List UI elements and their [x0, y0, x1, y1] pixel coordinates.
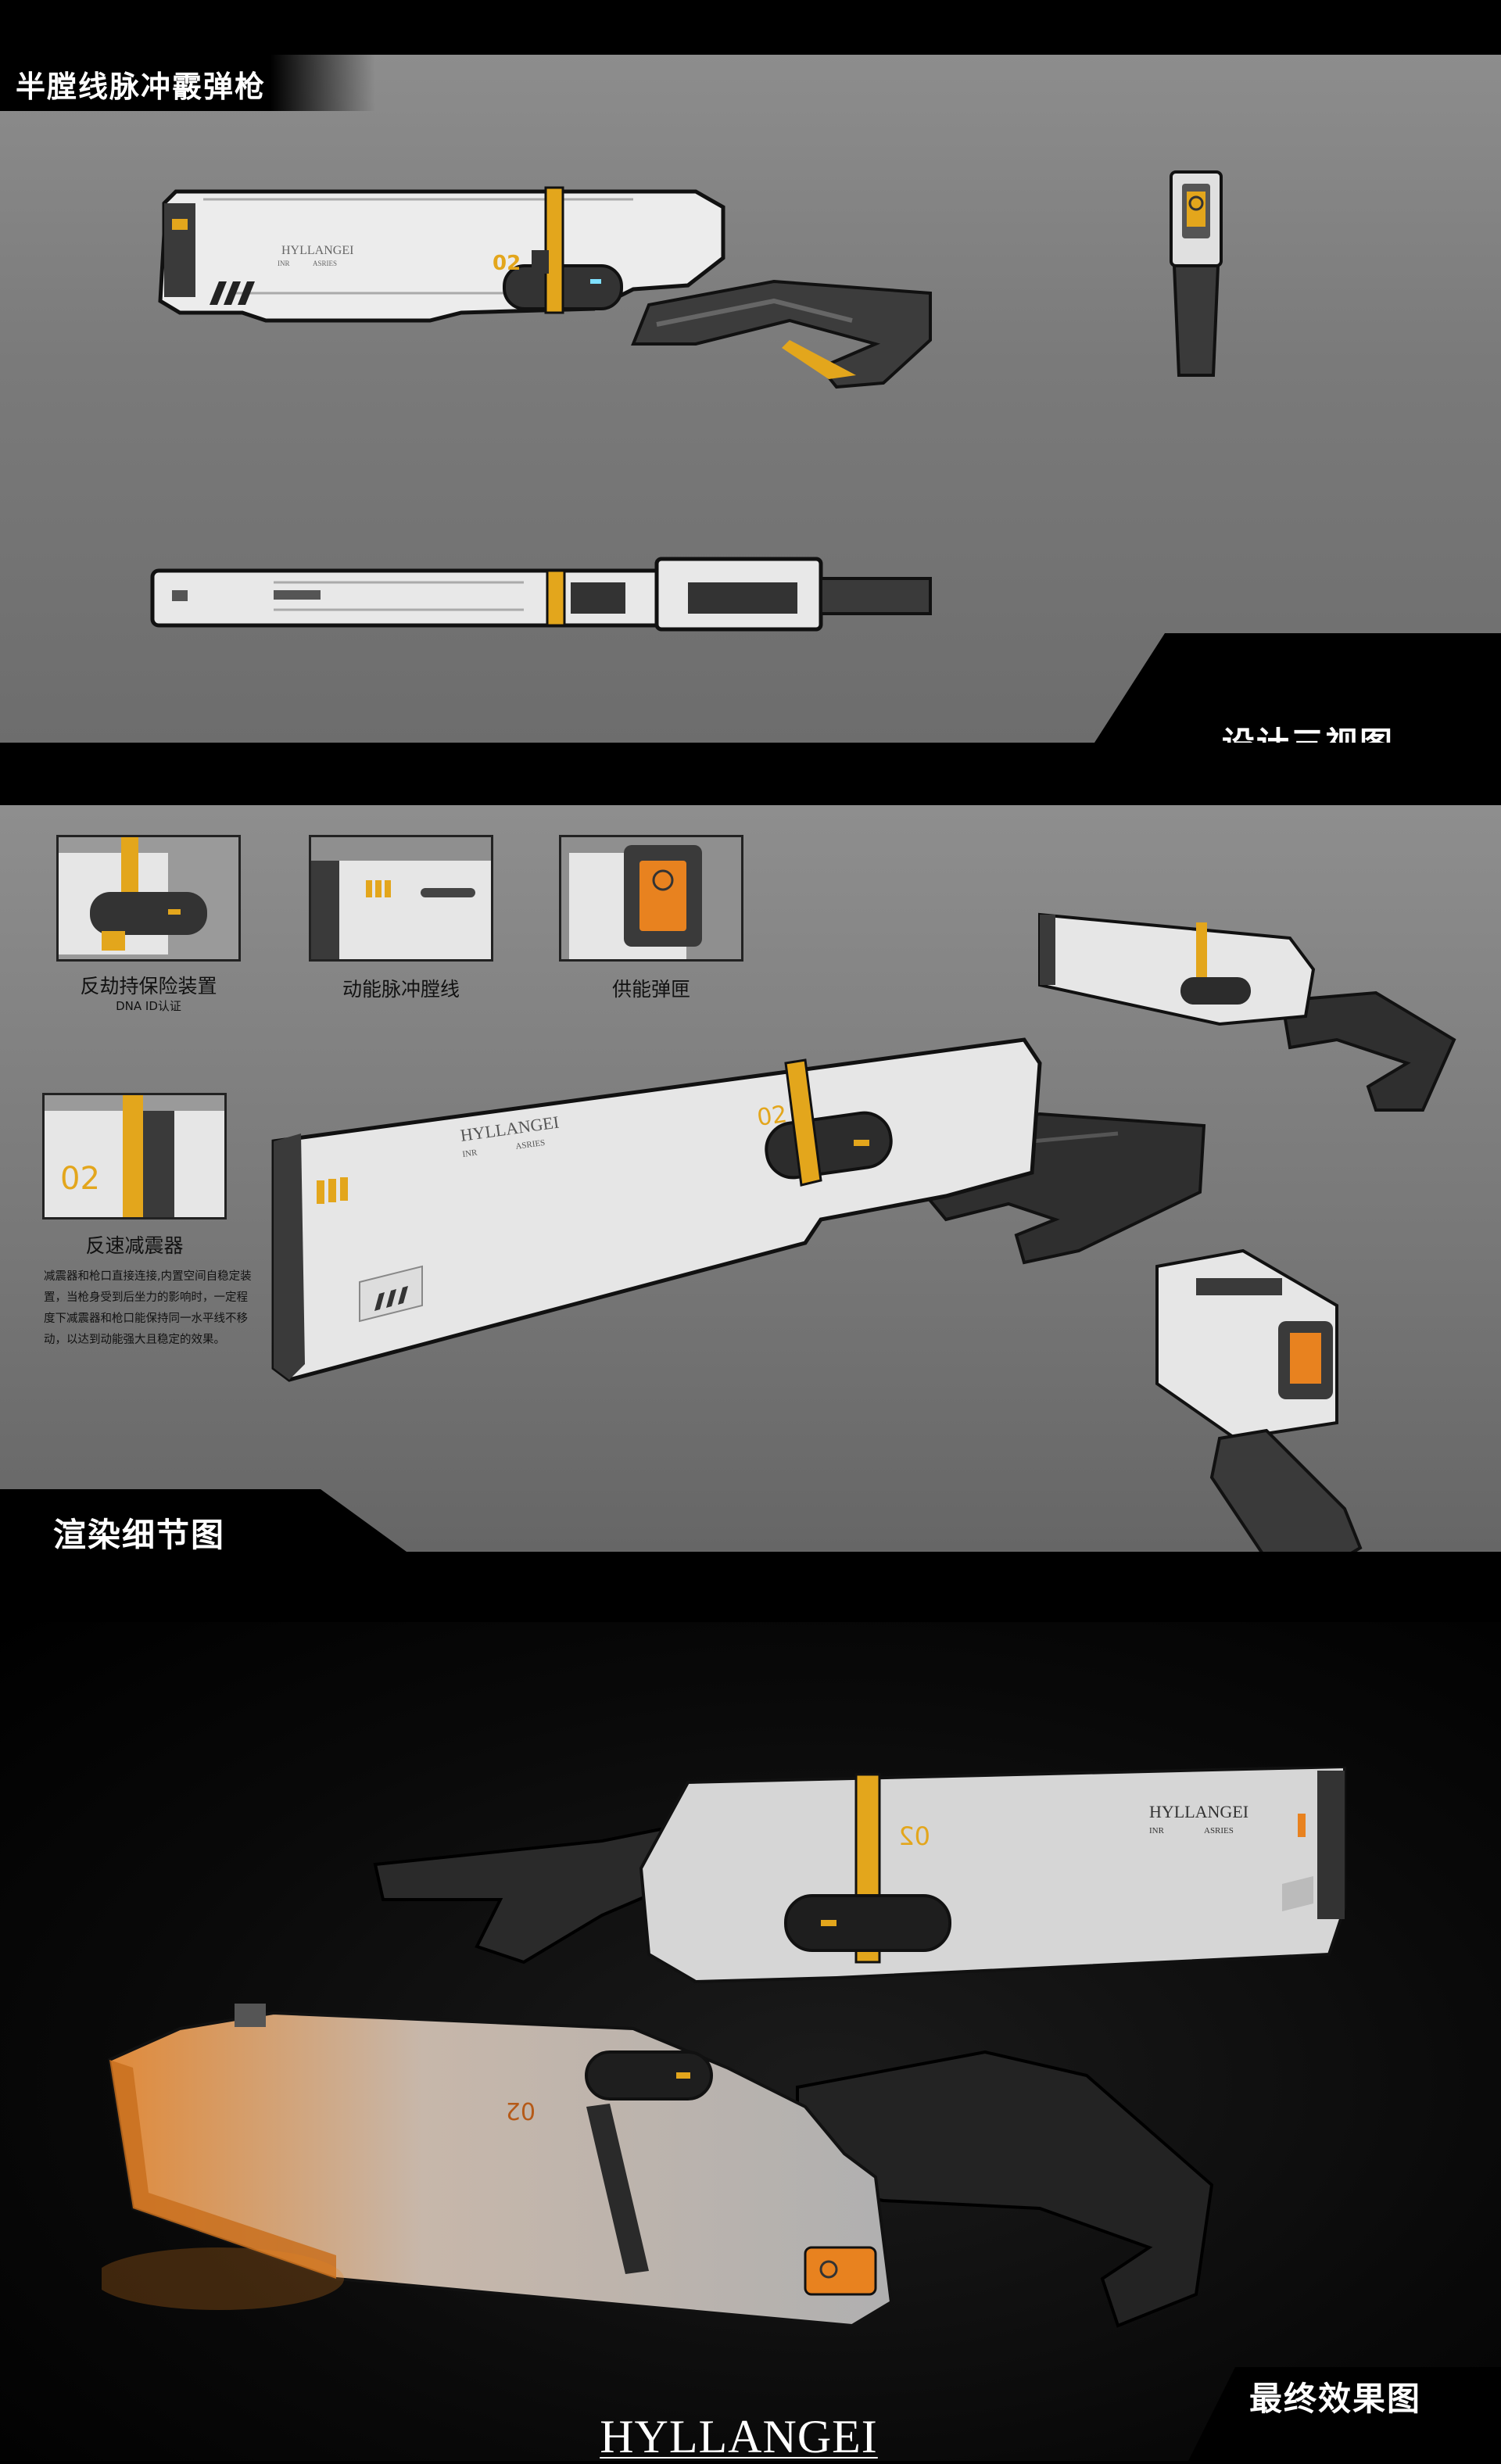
gun-sub-right-final: ASRIES	[1204, 1826, 1234, 1835]
gun-marking-side: HYLLANGEI	[281, 244, 353, 257]
detail-caption-magazine: 供能弹匣	[611, 978, 690, 1001]
detail-thumb-rifling	[309, 835, 493, 962]
gun-main-render: 02 HYLLANGEI INR ASRIES	[271, 1037, 1206, 1382]
detail-thumb-damper: 02	[42, 1093, 227, 1219]
section-label-render-details: 渲染细节图	[53, 1516, 226, 1552]
detail-caption-safety: 反劫持保险装置	[80, 975, 217, 997]
section-label-three-view: 设计三视图	[1222, 718, 1394, 743]
gun-small-render-2	[1155, 1248, 1363, 1552]
detail-caption-damper: 反速减震器	[85, 1234, 184, 1257]
gun-final-back: 02 HYLLANGEI INR ASRIES	[373, 1767, 1346, 1984]
gun-number-final-front: 02	[506, 2097, 536, 2124]
label-tab-3	[1188, 2367, 1501, 2461]
gun-sub-left-final: INR	[1149, 1826, 1165, 1835]
title-tab: 半膛线脉冲霰弹枪	[0, 55, 375, 111]
render-details-panel: 反劫持保险装置 DNA ID认证 动能脉冲膛线 供能弹匣	[0, 805, 1501, 1552]
gun-sub-left-main: INR	[462, 1148, 478, 1159]
detail-thumb-safety	[56, 835, 241, 962]
detail-thumb-magazine	[559, 835, 743, 962]
gun-rear-view	[1170, 170, 1223, 377]
section-label-final: 最终效果图	[1249, 2380, 1422, 2418]
damper-description: 减震器和枪口直接连接,内置空间自稳定装置，当枪身受到后坐力的影响时，一定程度下减…	[44, 1270, 252, 1346]
three-view-panel: 02 HYLLANGEI INR ASRIES 设计三视图	[0, 55, 1501, 743]
detail-caption-rifling: 动能脉冲膛线	[342, 978, 460, 1001]
gun-final-front: 02	[102, 2004, 1214, 2328]
detail-subcaption-safety: DNA ID认证	[116, 999, 181, 1013]
gun-top-view	[150, 557, 932, 632]
detail-number: 02	[60, 1161, 100, 1197]
gun-number-side: 02	[493, 252, 521, 275]
gun-marking-final: HYLLANGEI	[1149, 1802, 1248, 1821]
gun-sub-right-side: ASRIES	[313, 260, 337, 267]
gun-sub-right-main: ASRIES	[515, 1138, 546, 1151]
final-render-panel: 02 HYLLANGEI INR ASRIES 02 最终效果图	[0, 1622, 1501, 2461]
footer-brand: HYLLANGEI	[600, 2411, 878, 2462]
gun-number-final-back: 02	[898, 1821, 930, 1851]
gun-small-render-1	[1038, 912, 1456, 1112]
page-title: 半膛线脉冲霰弹枪	[16, 70, 267, 104]
label-tab-2	[0, 1489, 407, 1552]
gun-number-main: 02	[755, 1101, 789, 1132]
label-tab-1	[1094, 633, 1501, 743]
gun-sub-left-side: INR	[278, 260, 290, 267]
gun-side-view: 02 HYLLANGEI INR ASRIES	[158, 186, 932, 389]
